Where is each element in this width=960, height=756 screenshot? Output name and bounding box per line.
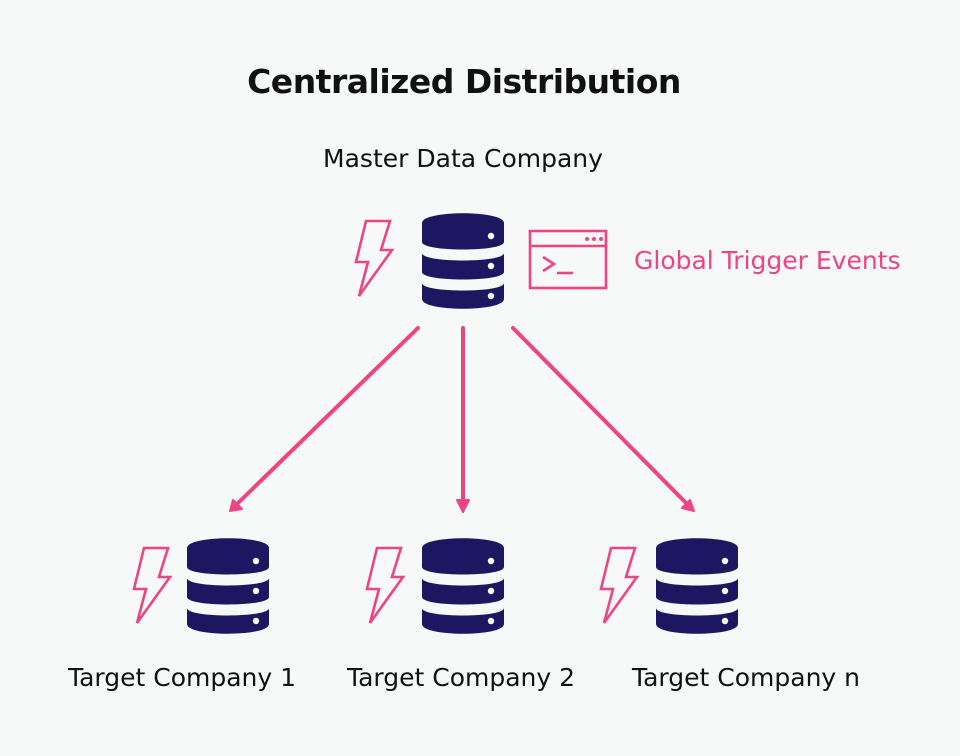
diagram-title: Centralized Distribution: [247, 62, 681, 101]
target-1-database-icon: [187, 538, 269, 634]
target-2-database-icon: [422, 538, 504, 634]
target-company-1-label: Target Company 1: [67, 663, 297, 692]
terminal-window-icon: [528, 229, 608, 290]
target-2-lightning-icon: [365, 546, 405, 625]
target-n-database-icon: [656, 538, 738, 634]
arrow-to-target-n: [511, 326, 695, 512]
target-1-lightning-icon: [132, 546, 172, 625]
target-company-2-label: Target Company 2: [346, 663, 576, 692]
target-n-lightning-icon: [599, 546, 639, 625]
master-data-company-label: Master Data Company: [323, 144, 603, 173]
arrow-to-target-1: [229, 326, 420, 512]
global-trigger-events-label: Global Trigger Events: [634, 246, 901, 275]
arrow-to-target-2: [456, 326, 470, 513]
master-lightning-icon: [354, 219, 394, 298]
target-company-n-label: Target Company n: [631, 663, 860, 692]
master-database-icon: [422, 213, 504, 309]
